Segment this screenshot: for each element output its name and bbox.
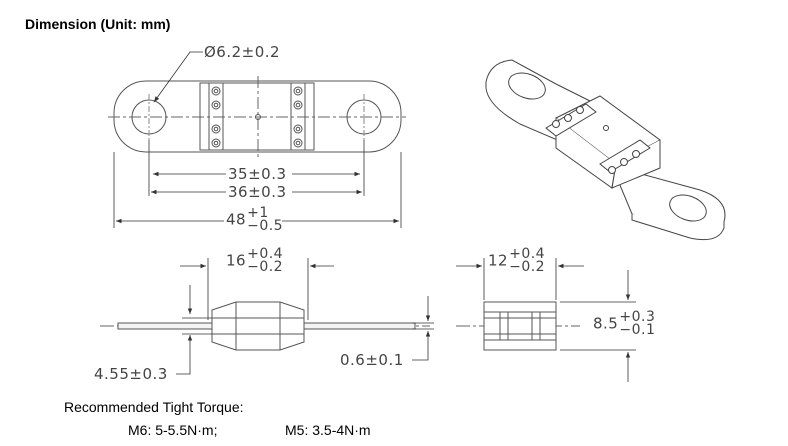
overall-length-label: 48+1−0.5 [226, 205, 284, 234]
hole-diameter-label: Ø6.2±0.2 [204, 43, 281, 61]
body-width-label: 16+0.4−0.2 [226, 246, 284, 275]
iso-right-hole [669, 194, 707, 222]
torque-m5: M5: 3.5-4N·m [285, 422, 371, 438]
body-width-minus: −0.2 [247, 259, 284, 275]
isometric-view [485, 59, 726, 241]
side-height-plus: +0.3 [619, 309, 656, 325]
body-width-plus: +0.4 [247, 246, 284, 262]
torque-title: Recommended Tight Torque: [64, 399, 244, 415]
side-height-label: 8.5+0.3−0.1 [593, 309, 656, 338]
body-height-label: 4.55±0.3 [94, 365, 168, 383]
side-width-label: 12+0.4−0.2 [488, 246, 546, 275]
overall-length-minus: −0.5 [247, 218, 284, 234]
pitch-inner-label: 35±0.3 [228, 165, 287, 183]
blade-thickness-label: 0.6±0.1 [340, 351, 404, 369]
center-housing-top [199, 82, 315, 151]
pitch-outer-label: 36±0.3 [228, 183, 287, 201]
iso-screws [552, 106, 640, 174]
overall-length-plus: +1 [247, 205, 269, 221]
overall-length-nominal: 48 [226, 210, 247, 229]
front-view-dimensions [176, 258, 434, 375]
side-width-minus: −0.2 [509, 259, 546, 275]
side-width-nominal: 12 [488, 251, 509, 270]
front-housing [211, 301, 305, 351]
side-view-dimensions [456, 258, 636, 382]
screw-set-right [293, 86, 303, 148]
top-view [108, 76, 406, 158]
side-width-plus: +0.4 [509, 246, 546, 262]
iso-left-hole [508, 72, 546, 100]
front-view [100, 301, 430, 351]
side-housing [483, 301, 557, 351]
side-height-nominal: 8.5 [593, 314, 619, 333]
side-height-minus: −0.1 [619, 322, 656, 338]
torque-m6: M6: 5-5.5N·m; [128, 422, 218, 438]
top-view-dimensions [113, 51, 402, 228]
screw-set-left [211, 86, 221, 148]
side-view [456, 301, 580, 351]
drawing-heading: Dimension (Unit: mm) [25, 16, 171, 32]
body-width-nominal: 16 [226, 251, 247, 270]
